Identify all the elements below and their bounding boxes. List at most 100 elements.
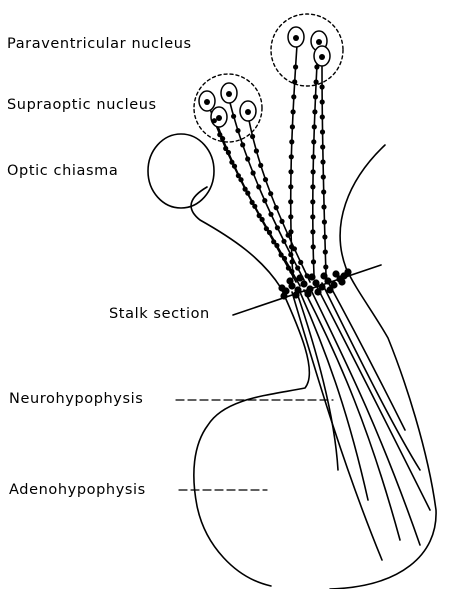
fibre: [322, 65, 326, 275]
fibre: [300, 292, 368, 500]
axon-bead: [310, 229, 315, 234]
axon-terminal: [344, 268, 351, 275]
axon-bead: [290, 259, 295, 264]
axon-bead: [267, 230, 272, 235]
axon-bead: [295, 265, 300, 270]
axon-bead: [320, 159, 325, 164]
axon-bead: [311, 139, 316, 144]
axon-bead: [311, 154, 316, 159]
axon-bead: [291, 109, 296, 114]
axon-bead: [275, 225, 280, 230]
axon-terminal: [332, 270, 339, 277]
axon-bead: [288, 184, 293, 189]
axon-bead: [314, 79, 319, 84]
axon-terminal: [292, 291, 299, 298]
axon-bead: [323, 264, 328, 269]
axon-bead: [260, 217, 265, 222]
axon-terminal: [278, 284, 285, 291]
fibre: [316, 285, 430, 510]
axon-bead: [311, 244, 316, 249]
axon-terminal: [304, 290, 311, 297]
fibre: [292, 292, 382, 560]
axon-bead: [245, 156, 250, 161]
nucleus-dot: [216, 115, 222, 121]
axon-bead: [231, 114, 236, 119]
label-optic-chiasma: Optic chiasma: [7, 164, 118, 179]
axon-bead: [286, 233, 291, 238]
axon-bead: [323, 249, 328, 254]
paraventricular-nucleus-circle: [271, 14, 343, 86]
optic-chiasma-circle: [148, 134, 214, 208]
label-paraventricular-nucleus: Paraventricular nucleus: [7, 37, 192, 52]
axon-bead: [320, 99, 325, 104]
axon-bead: [311, 259, 316, 264]
axon-bead: [320, 114, 325, 119]
axon-bead: [232, 164, 237, 169]
axon-terminal: [280, 292, 287, 299]
axon-bead: [288, 199, 293, 204]
axon-bead: [310, 199, 315, 204]
axon-terminal: [320, 272, 327, 279]
axon-bead: [292, 79, 297, 84]
axon-bead: [311, 169, 316, 174]
axon-terminal: [338, 278, 345, 285]
axon-terminal: [314, 288, 321, 295]
axon-bead: [289, 269, 294, 274]
fibre: [310, 288, 420, 545]
axon-bead: [268, 191, 273, 196]
axon-bead: [321, 174, 326, 179]
axon-bead: [310, 184, 315, 189]
axon-bead: [293, 64, 298, 69]
nucleus-dot: [226, 91, 232, 97]
label-stalk-section: Stalk section: [109, 307, 210, 322]
axon-terminal: [296, 274, 303, 281]
axon-bead: [322, 219, 327, 224]
axon-bead: [279, 219, 284, 224]
axon-bead: [274, 205, 279, 210]
axon-bead: [314, 64, 319, 69]
axon-bead: [240, 142, 245, 147]
axon-bead: [282, 256, 287, 261]
axon-bead: [312, 124, 317, 129]
axon-bead: [320, 84, 325, 89]
axon-bead: [268, 212, 273, 217]
axon-bead: [313, 94, 318, 99]
axon-bead: [321, 189, 326, 194]
axon-bead: [256, 184, 261, 189]
nucleus-dot: [316, 39, 322, 45]
axon-bead: [258, 163, 263, 168]
axon-bead: [288, 252, 293, 257]
nucleus-dot: [293, 35, 299, 41]
axon-bead: [245, 191, 250, 196]
nucleus-dot: [319, 54, 325, 60]
axon-bead: [250, 134, 255, 139]
fibre: [248, 115, 310, 282]
axon-bead: [310, 214, 315, 219]
axon-bead: [320, 129, 325, 134]
nucleus-dot: [245, 109, 251, 115]
axon-bead: [288, 169, 293, 174]
axon-bead: [263, 177, 268, 182]
axon-bead: [312, 109, 317, 114]
axon-bead: [226, 150, 231, 155]
nucleus-dot: [204, 99, 210, 105]
axon-terminal: [326, 286, 333, 293]
axon-bead: [220, 136, 225, 141]
axon-bead: [251, 170, 256, 175]
axon-terminal: [308, 273, 315, 280]
label-supraoptic-nucleus: Supraoptic nucleus: [7, 98, 157, 113]
axon-bead: [291, 94, 296, 99]
axon-bead: [252, 204, 257, 209]
axon-bead: [238, 177, 243, 182]
axon-bead: [288, 214, 293, 219]
axon-bead: [281, 239, 286, 244]
axon-terminal: [312, 279, 319, 286]
axon-bead: [212, 118, 217, 123]
pituitary-outline-right: [330, 145, 436, 589]
axon-bead: [289, 139, 294, 144]
axon-bead: [290, 124, 295, 129]
axon-bead: [292, 246, 297, 251]
axon-bead: [289, 154, 294, 159]
